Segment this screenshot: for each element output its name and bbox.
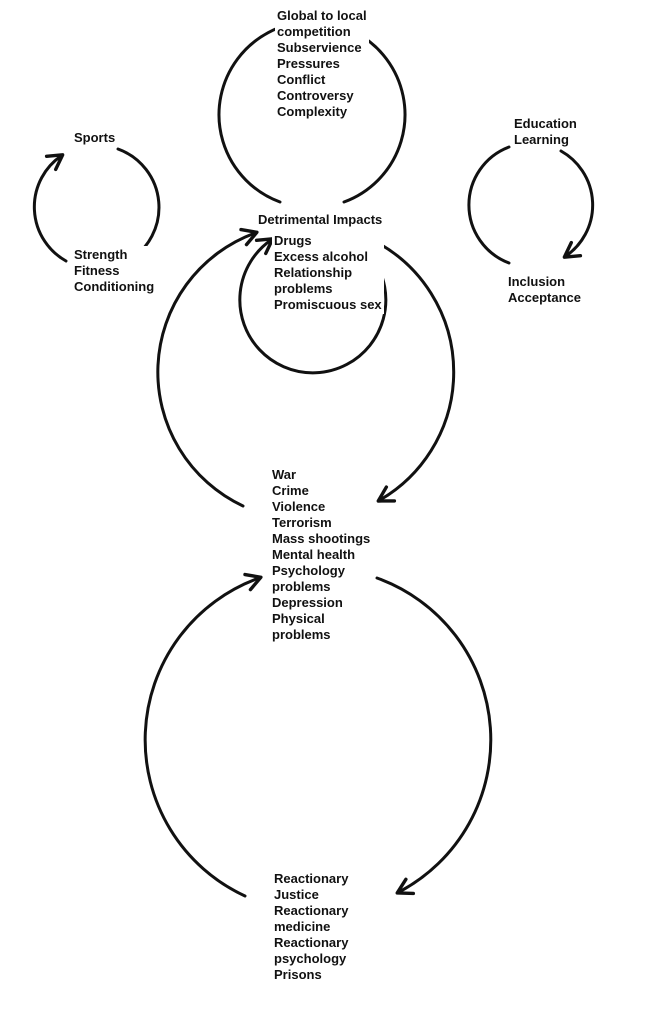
sports-loop-up-arrow: [32, 153, 68, 263]
education-learning-label: Education Learning: [512, 115, 579, 149]
sports-loop-down-arrow: [116, 147, 161, 264]
societal-loop-down-arrow: [376, 242, 456, 503]
top-loop-text: Global to local competition Subservience…: [275, 7, 369, 121]
drugs-loop-text: Drugs Excess alcohol Relationship proble…: [272, 232, 384, 314]
reactionary-loop-up-arrow: [143, 572, 263, 898]
societal-loop-up-arrow: [156, 227, 259, 508]
societal-problems-text: War Crime Violence Terrorism Mass shooti…: [270, 466, 373, 644]
education-loop-up-arc: [467, 145, 511, 265]
reactionary-responses-text: Reactionary Justice Reactionary medicine…: [272, 870, 351, 984]
detrimental-impacts-label: Detrimental Impacts: [256, 211, 385, 229]
inclusion-acceptance-label: Inclusion Acceptance: [506, 273, 583, 307]
sports-label: Sports: [72, 129, 118, 147]
reactionary-loop-down-arrow: [375, 576, 493, 896]
education-loop-down-arrow: [559, 149, 595, 259]
strength-fitness-label: Strength Fitness Conditioning: [72, 246, 157, 296]
